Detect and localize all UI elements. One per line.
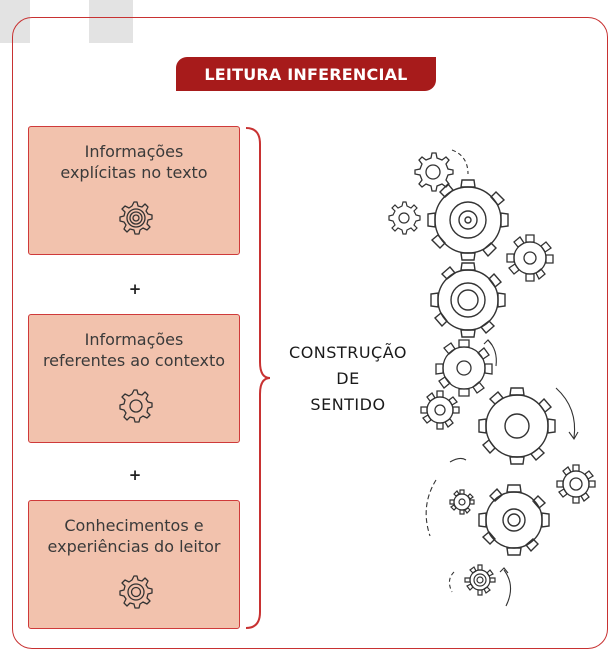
conclusion-line-1: CONSTRUÇÃO	[289, 343, 407, 362]
conclusion-text: CONSTRUÇÃO DE SENTIDO	[267, 340, 429, 418]
gears-cluster-icon	[388, 149, 596, 607]
curly-brace	[245, 127, 271, 629]
gear-concentric-icon	[119, 575, 153, 609]
decorative-tab-right	[89, 0, 133, 43]
box-reader-knowledge: Conhecimentos e experiências do leitor	[28, 500, 240, 629]
box-explicit-info: Informações explícitas no texto	[28, 126, 240, 255]
box-reader-knowledge-label: Conhecimentos e experiências do leitor	[47, 516, 221, 556]
box-context-info-label: Informações referentes ao contexto	[42, 330, 226, 370]
diagram-title: LEITURA INFERENCIAL	[176, 57, 436, 91]
box-explicit-info-label: Informações explícitas no texto	[60, 142, 208, 182]
gear-ring-icon	[119, 389, 153, 423]
box-context-info: Informações referentes ao contexto	[28, 314, 240, 443]
diagram-frame	[12, 17, 608, 649]
plus-sign-1: +	[128, 280, 142, 298]
plus-sign-2: +	[128, 466, 142, 484]
conclusion-line-2: DE	[336, 369, 360, 388]
gear-double-ring-icon	[119, 201, 153, 235]
conclusion-line-3: SENTIDO	[310, 395, 386, 414]
